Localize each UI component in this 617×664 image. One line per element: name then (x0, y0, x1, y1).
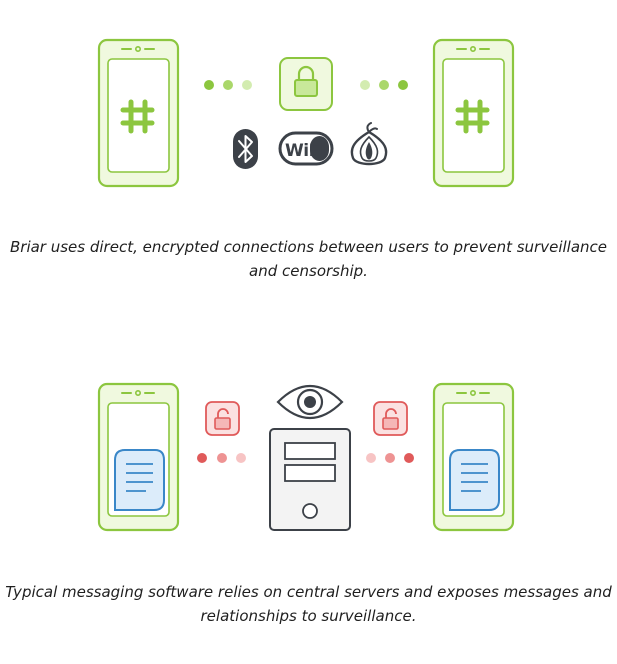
briar-hash-icon (455, 99, 490, 134)
eye-icon (276, 384, 344, 420)
connection-dots-right-top (360, 80, 408, 90)
phone-left-top (97, 38, 180, 188)
message-document-icon (114, 449, 165, 511)
bluetooth-icon (233, 129, 258, 169)
server-icon (269, 428, 351, 531)
top-caption: Briar uses direct, encrypted connections… (9, 238, 608, 280)
phone-right-bottom (432, 382, 515, 532)
wifi-icon: WiFi (278, 131, 334, 166)
connection-dots-left-top (204, 80, 252, 90)
phone-right-top (432, 38, 515, 188)
unlocked-padlock-icon (373, 401, 408, 436)
lock-icon (279, 57, 333, 111)
bottom-caption: Typical messaging software relies on cen… (5, 583, 612, 625)
briar-hash-icon (120, 99, 155, 134)
phone-left-bottom (97, 382, 180, 532)
tor-onion-icon (350, 122, 388, 166)
connection-dots-left-bottom (197, 453, 246, 463)
wifi-text: WiFi (285, 141, 325, 161)
unlocked-padlock-icon (205, 401, 240, 436)
message-document-icon (449, 449, 500, 511)
connection-dots-right-bottom (366, 453, 414, 463)
